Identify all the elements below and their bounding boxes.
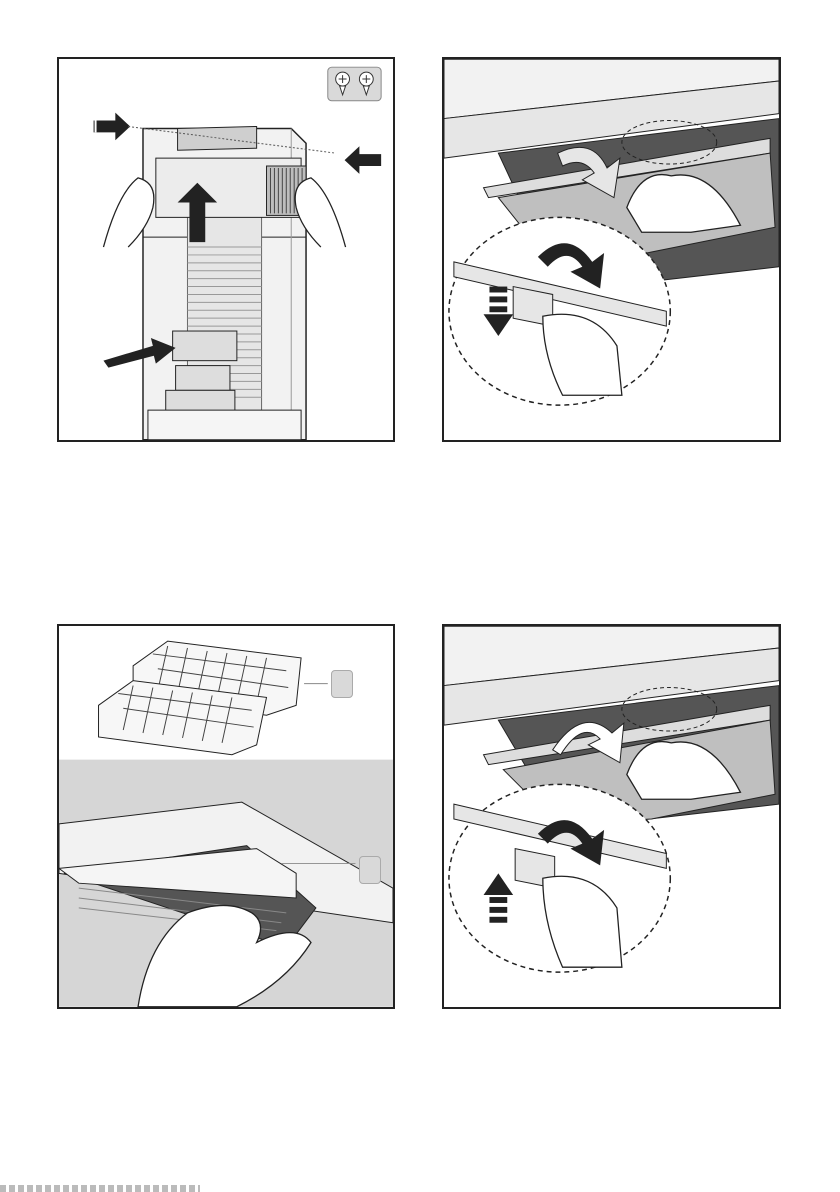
push-arrow-icon <box>345 146 382 174</box>
footer-color-bar <box>0 1185 200 1192</box>
push-arrow-icon <box>92 113 131 141</box>
open-grille-illustration <box>444 59 779 440</box>
duct-illustration <box>59 59 393 440</box>
filter-callout-a <box>331 670 353 698</box>
panel-step-2-open-grille <box>442 57 781 442</box>
panel-step-1-duct-installation <box>57 57 395 442</box>
filter-callout-b <box>359 856 381 884</box>
screw-pair-icon <box>328 67 381 101</box>
panel-step-4-close-grille <box>442 624 781 1009</box>
close-grille-illustration <box>444 626 779 1007</box>
panel-step-3-carbon-filters <box>57 624 395 1009</box>
